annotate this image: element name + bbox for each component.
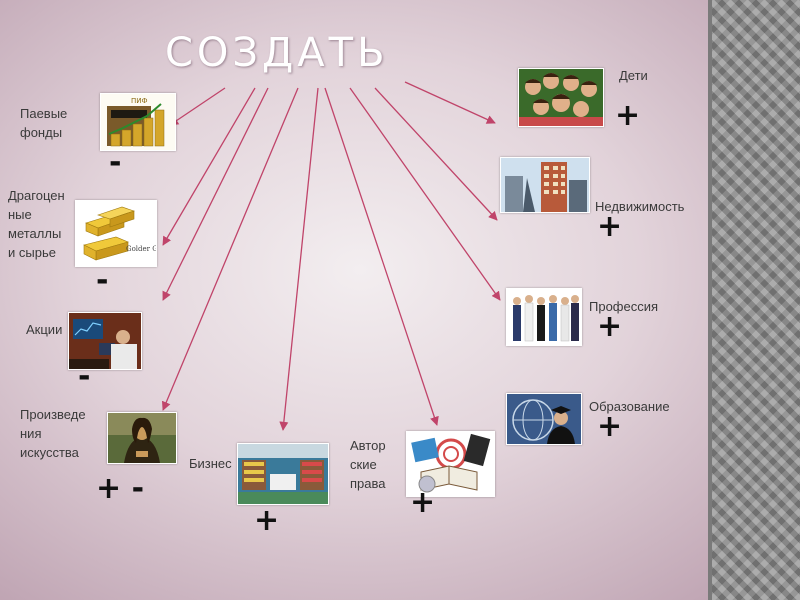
buildings-image	[500, 157, 590, 213]
graduate-globe-image	[506, 393, 582, 445]
metals-image-caption-1: Golder Game.ru	[126, 245, 156, 253]
sign-realestate: +	[597, 212, 622, 242]
arrow-to-art	[163, 88, 298, 410]
gold-coin-stacks-chart-image: ПИФ	[100, 93, 176, 151]
sign-funds: -	[109, 148, 121, 178]
arrow-to-metals	[163, 88, 255, 245]
label-metals: Драгоцен ные металлы и сырье	[8, 186, 65, 262]
sign-metals: -	[96, 266, 108, 296]
label-children: Дети	[619, 67, 648, 85]
label-copyright: Автор ские права	[350, 436, 386, 493]
sign-copyright: +	[410, 488, 435, 518]
arrow-to-copyright	[325, 88, 437, 425]
label-business: Бизнес	[189, 455, 232, 473]
sign-business: +	[254, 506, 279, 536]
gold-bars-image: Golder Game.ru	[75, 200, 157, 267]
arrow-to-funds	[170, 88, 225, 125]
sign-art: + -	[96, 474, 144, 504]
arrow-to-children	[405, 82, 495, 123]
label-art: Произведе ния искусства	[20, 405, 86, 462]
sign-profession: +	[597, 312, 622, 342]
mona-lisa-image	[107, 412, 177, 464]
group-of-children-image	[518, 68, 604, 127]
sign-stocks: -	[78, 362, 90, 392]
professionals-group-image	[506, 288, 582, 346]
arrow-to-business	[283, 88, 318, 430]
label-funds: Паевые фонды	[20, 104, 67, 142]
label-stocks: Акции	[26, 321, 62, 339]
sign-children: +	[615, 101, 640, 131]
arrow-to-realestate	[375, 88, 497, 220]
arrow-to-profession	[350, 88, 500, 300]
sign-education: +	[597, 412, 622, 442]
svg-text:ПИФ: ПИФ	[131, 97, 148, 105]
shop-interior-image	[237, 443, 329, 505]
